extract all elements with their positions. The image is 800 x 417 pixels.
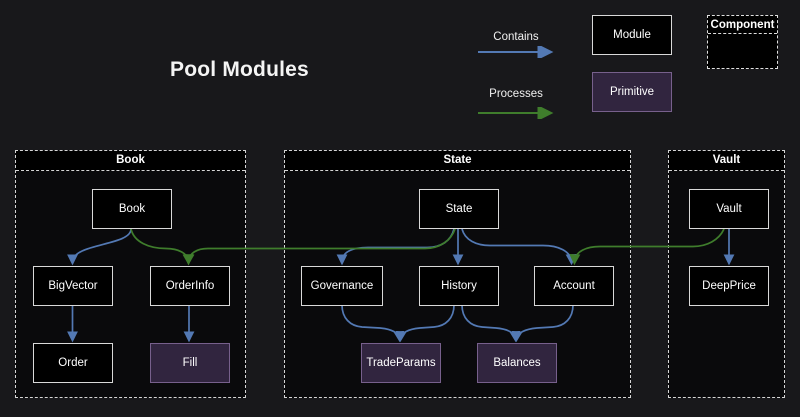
edge-contains-history-tradeparams [395,304,455,343]
edge-contains-state-account [461,228,577,266]
edge-processes-state-orderinfo [183,228,456,266]
node-account: Account [534,266,614,306]
node-book: Book [92,189,172,229]
node-state: State [419,189,499,229]
edge-processes-vault-account [569,228,725,266]
page-title: Pool Modules [170,58,309,81]
processes-arrow-icon [478,107,554,119]
node-history: History [419,266,499,306]
node-orderinfo: OrderInfo [150,266,230,306]
legend-contains-label: Contains [493,31,539,43]
edge-contains-governance-tradeparams [341,304,405,343]
edge-contains-book-bigvector [66,228,132,266]
contains-arrow-icon [478,46,554,58]
node-fill: Fill [150,343,230,383]
legend-component-label: Component [708,16,777,34]
edge-contains-account-balances [511,304,574,343]
node-deepprice: DeepPrice [689,266,769,306]
legend-module-box: Module [592,15,672,55]
node-balances: Balances [477,343,557,383]
node-order: Order [33,343,113,383]
edge-contains-state-governance [336,228,455,266]
node-governance: Governance [301,266,383,306]
legend-processes-label: Processes [489,88,543,100]
node-tradeparams: TradeParams [361,343,441,383]
edge-processes-book-orderinfo [130,228,194,266]
legend-component-box: Component [707,15,778,69]
container-vault-label: Vault [669,151,784,171]
node-vault: Vault [689,189,769,229]
edge-contains-history-balances [461,304,521,343]
container-state-label: State [285,151,630,171]
node-bigvector: BigVector [33,266,113,306]
container-book-label: Book [16,151,245,171]
legend-primitive-box: Primitive [592,72,672,112]
